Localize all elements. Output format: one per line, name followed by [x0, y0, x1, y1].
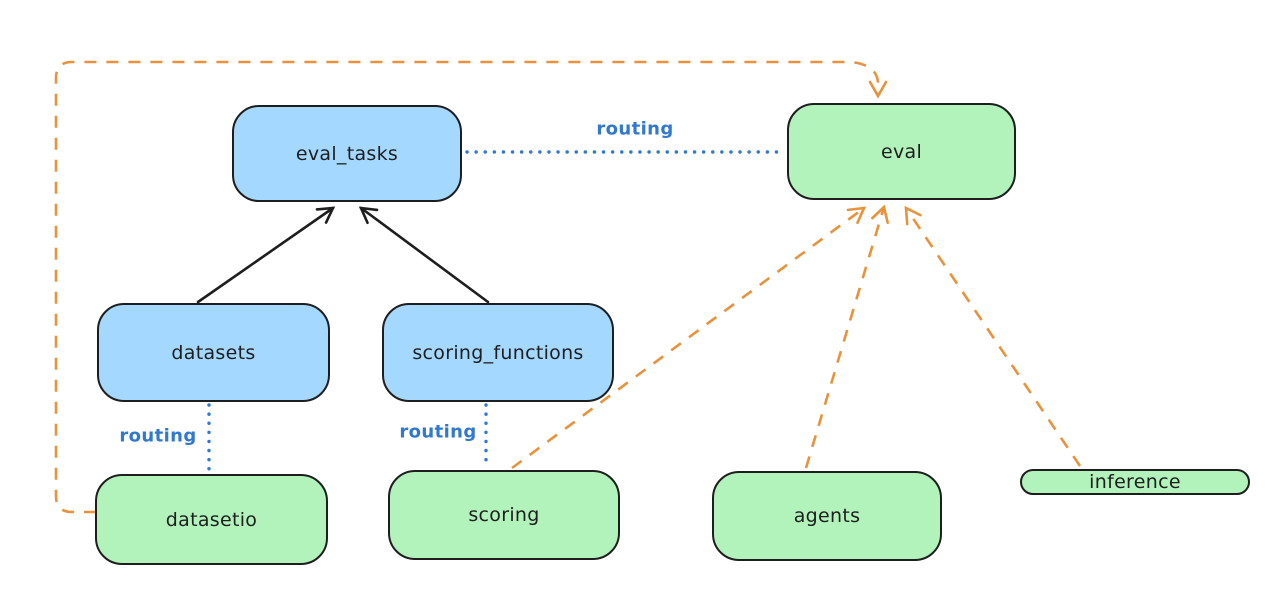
node-datasets: datasets [97, 303, 330, 402]
node-scoring-functions-label: scoring_functions [412, 341, 584, 364]
node-datasetio-label: datasetio [165, 508, 258, 531]
node-eval-tasks-label: eval_tasks [295, 142, 399, 165]
edge-agents-to-eval [804, 204, 889, 469]
node-inference-label: inference [1089, 471, 1181, 493]
node-scoring: scoring [388, 470, 620, 560]
edge-label-routing-top: routing [596, 118, 674, 140]
node-eval: eval [787, 103, 1016, 200]
node-agents-label: agents [793, 505, 861, 527]
edge-datasets-to-eval-tasks [196, 206, 336, 304]
node-datasets-label: datasets [171, 341, 256, 364]
edge-label-routing-datasets: routing [119, 425, 197, 447]
node-scoring-label: scoring [468, 504, 540, 526]
node-agents: agents [712, 471, 942, 561]
node-datasetio: datasetio [95, 474, 328, 565]
node-inference: inference [1020, 469, 1250, 495]
edge-label-routing-scoring: routing [399, 421, 477, 443]
node-eval-label: eval [880, 140, 923, 163]
node-scoring-functions: scoring_functions [382, 303, 614, 402]
edge-inference-to-eval [904, 205, 1082, 467]
node-eval-tasks: eval_tasks [232, 105, 462, 202]
edge-scoring-functions-to-eval-tasks [358, 206, 490, 304]
